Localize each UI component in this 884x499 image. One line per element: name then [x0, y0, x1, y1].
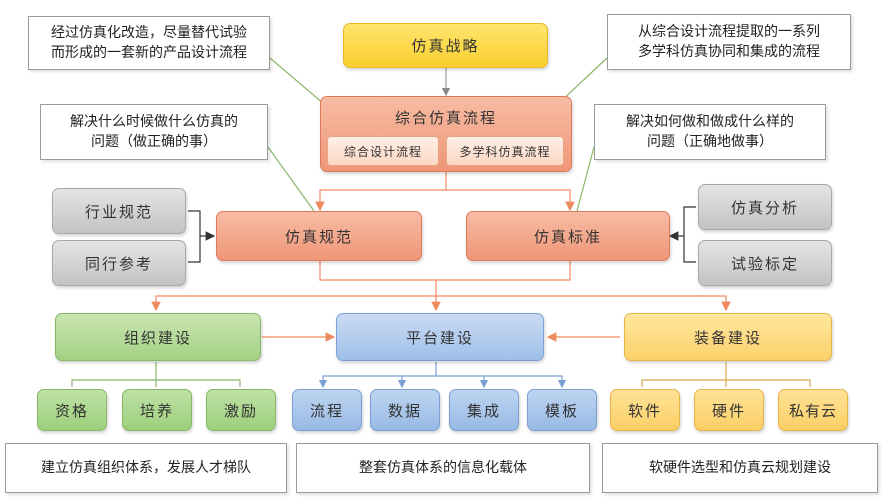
equip-item-hardware: 硬件 [694, 389, 764, 431]
platform-item-integration: 集成 [449, 389, 519, 431]
platform-item-process: 流程 [292, 389, 362, 431]
note-top-left: 经过仿真化改造，尽量替代试验 而形成的一套新的产品设计流程 [28, 16, 270, 70]
note-mid-right: 解决如何做和做成什么样的 问题（正确地做事） [594, 104, 826, 160]
integrated-process-title: 综合仿真流程 [394, 109, 497, 127]
design-process-box: 综合设计流程 [327, 136, 439, 166]
equip-item-private-cloud: 私有云 [778, 389, 848, 431]
platform-description: 整套仿真体系的信息化载体 [296, 443, 590, 493]
simulation-spec-box: 仿真规范 [216, 211, 422, 261]
note-mid-left: 解决什么时候做什么仿真的 问题（做正确的事） [40, 104, 268, 160]
equipment-description: 软硬件选型和仿真云规划建设 [602, 443, 878, 493]
org-item-incentive: 激励 [206, 389, 276, 431]
industry-spec-box: 行业规范 [52, 188, 186, 234]
simulation-analysis-box: 仿真分析 [698, 184, 832, 230]
platform-building-box: 平台建设 [336, 313, 544, 361]
org-description: 建立仿真组织体系，发展人才梯队 [5, 443, 287, 493]
peer-reference-box: 同行参考 [52, 240, 186, 286]
platform-item-template: 模板 [527, 389, 597, 431]
org-item-qualification: 资格 [37, 389, 107, 431]
note-top-right: 从综合设计流程提取的一系列 多学科仿真协同和集成的流程 [607, 14, 851, 70]
test-calibration-box: 试验标定 [698, 240, 832, 286]
strategy-box: 仿真战略 [343, 23, 548, 68]
multidiscipline-process-box: 多学科仿真流程 [446, 136, 564, 166]
equipment-building-box: 装备建设 [624, 313, 832, 361]
simulation-standard-box: 仿真标准 [466, 211, 670, 261]
org-item-training: 培养 [122, 389, 192, 431]
equip-item-software: 软件 [610, 389, 680, 431]
platform-item-data: 数据 [370, 389, 440, 431]
org-building-box: 组织建设 [55, 313, 261, 361]
